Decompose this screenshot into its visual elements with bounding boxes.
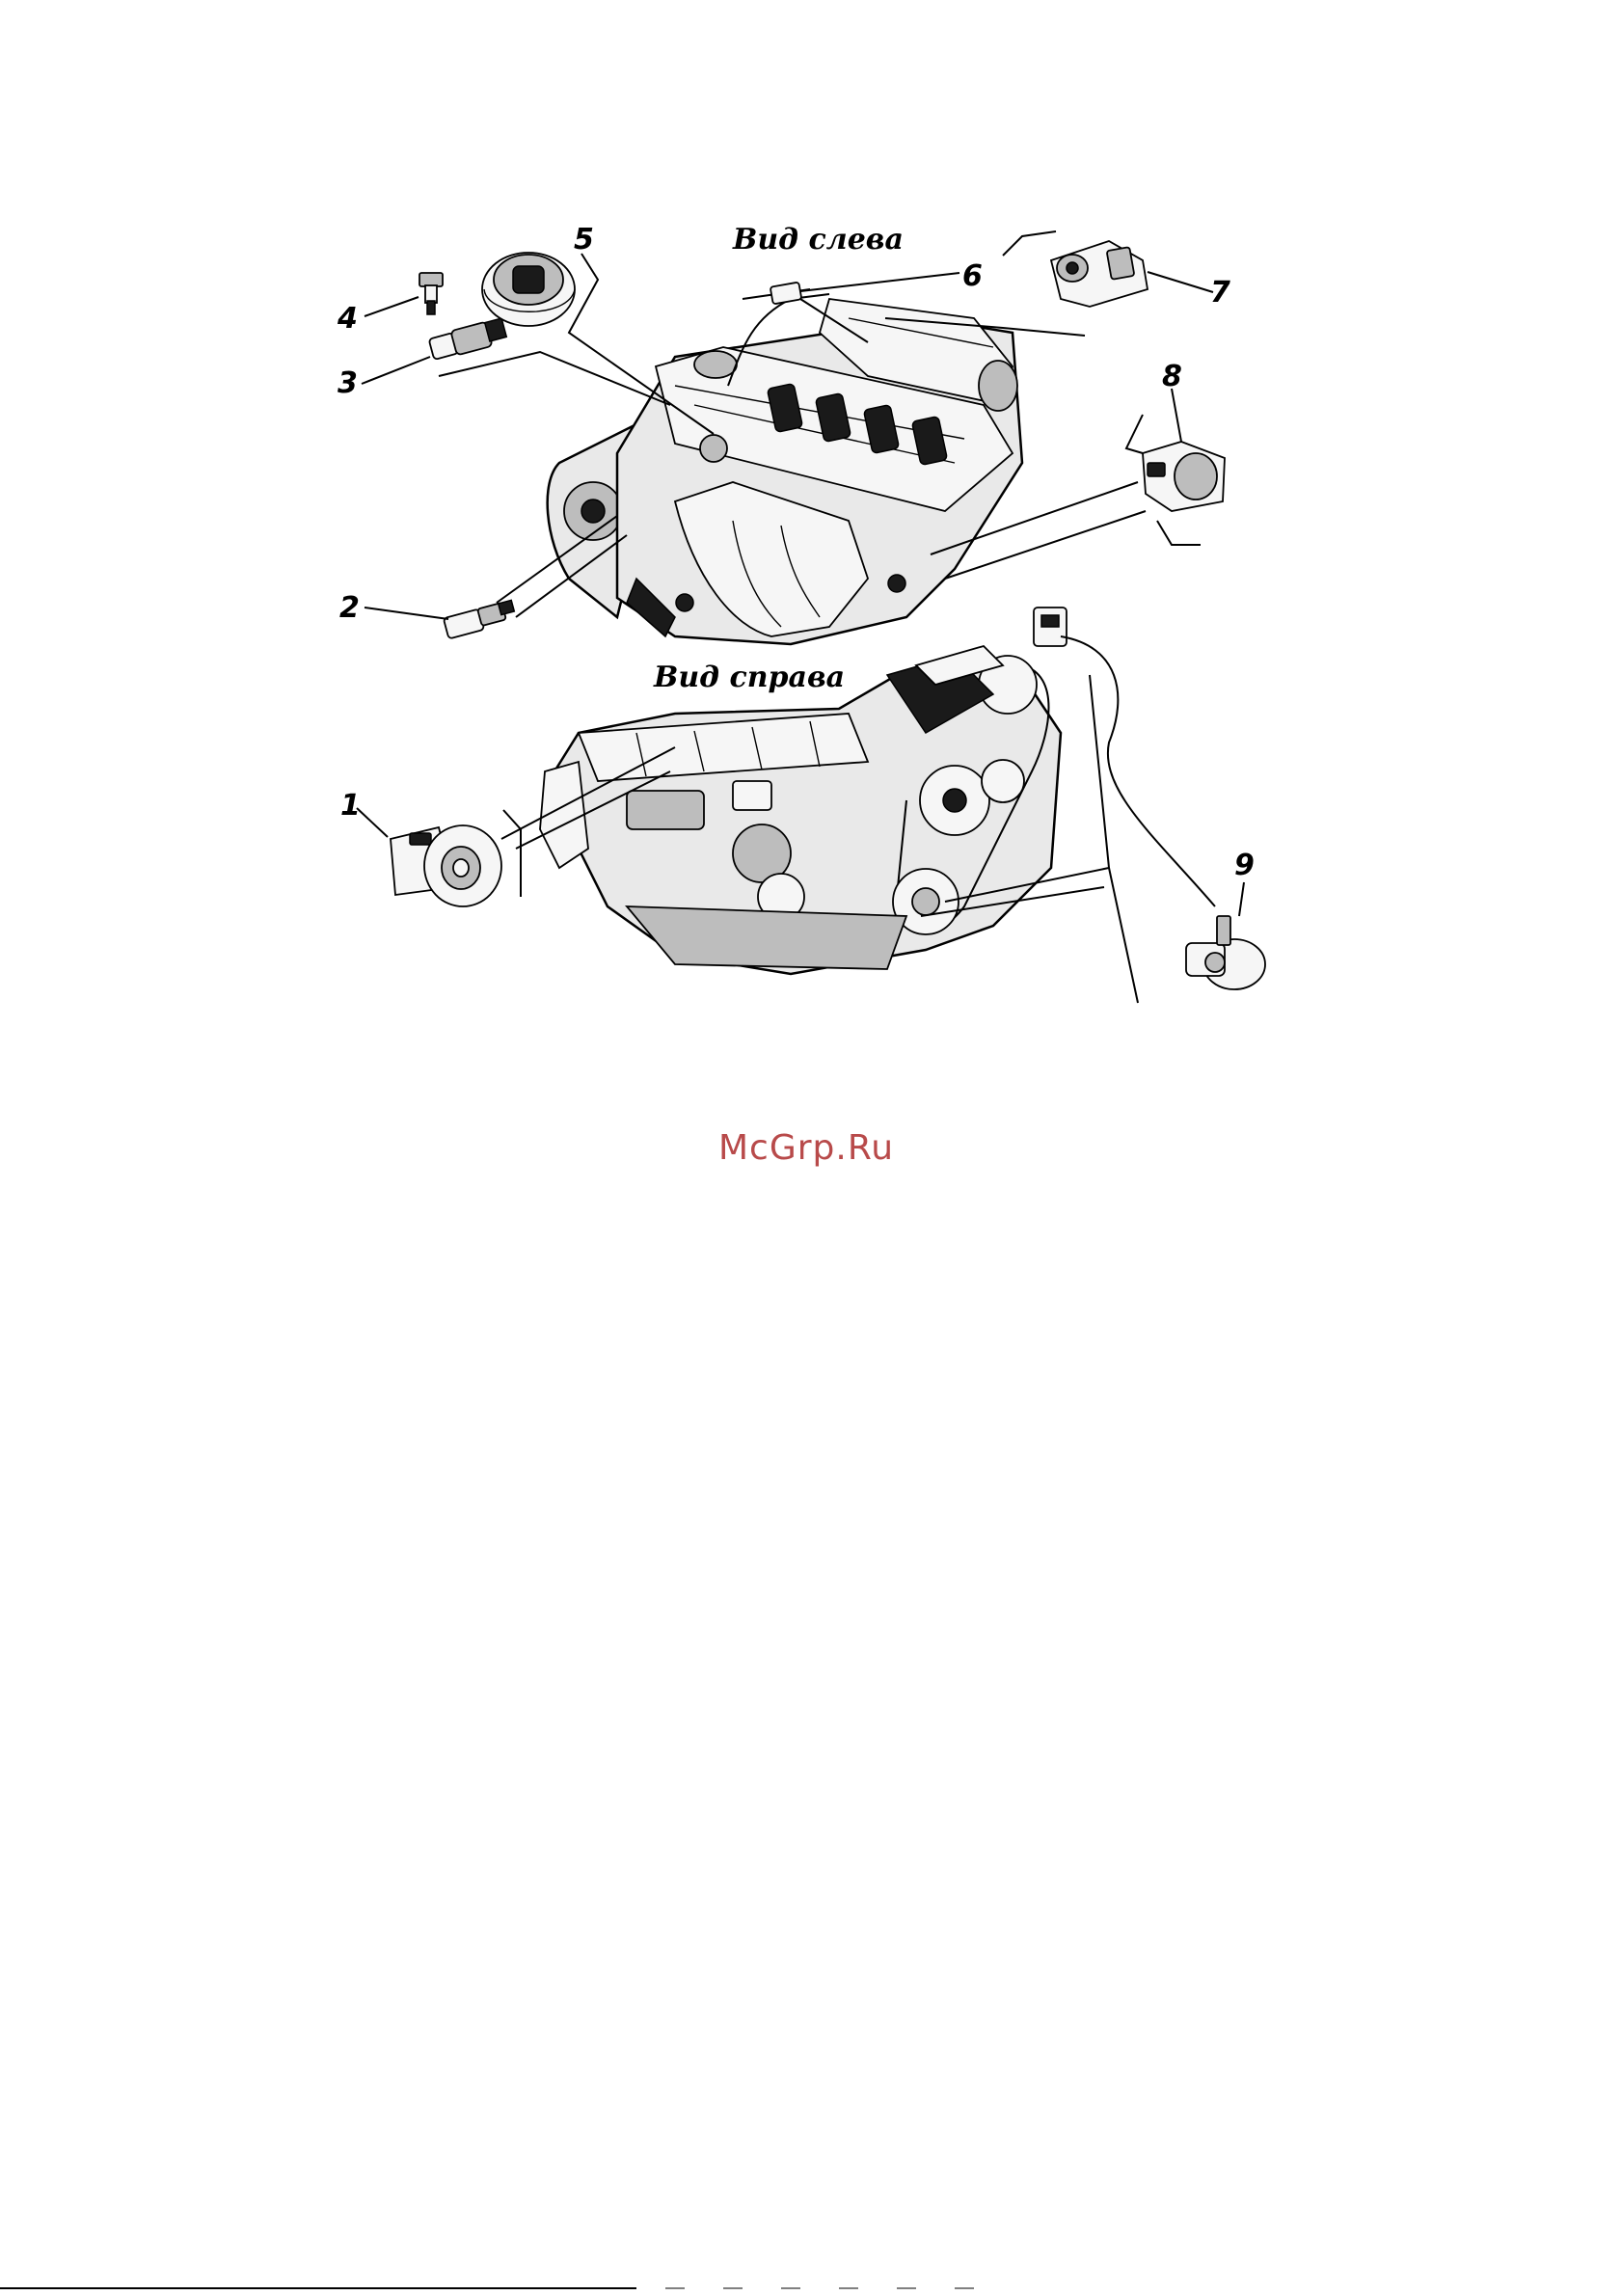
view-right-title: Вид справа <box>653 661 845 694</box>
callout-1: 1 <box>340 789 361 823</box>
callout-3: 3 <box>338 366 358 400</box>
callout-8: 8 <box>1162 360 1182 393</box>
sensor-9-crankshaft <box>1034 608 1265 989</box>
sensor-7-map <box>1051 241 1148 307</box>
engine-right-view <box>540 646 1061 974</box>
callout-9: 9 <box>1234 849 1255 882</box>
sensor-6-camshaft <box>770 283 802 305</box>
watermark-text: McGrp.Ru <box>718 1128 894 1168</box>
callout-6: 6 <box>962 259 983 293</box>
engine-left-view <box>548 289 1022 644</box>
sensor-8-throttle <box>1143 442 1225 511</box>
sensor-3-oil-pressure <box>429 318 507 360</box>
sensor-2-coolant <box>444 600 515 638</box>
callout-7: 7 <box>1210 276 1230 310</box>
part-5-oil-cap <box>482 253 575 326</box>
callout-5: 5 <box>574 223 594 257</box>
view-left-title: Вид слева <box>732 223 904 257</box>
sensor-1-knock <box>391 825 501 906</box>
callout-4: 4 <box>337 302 358 336</box>
sensor-4-oil-level <box>419 273 443 314</box>
callout-2: 2 <box>339 591 360 625</box>
